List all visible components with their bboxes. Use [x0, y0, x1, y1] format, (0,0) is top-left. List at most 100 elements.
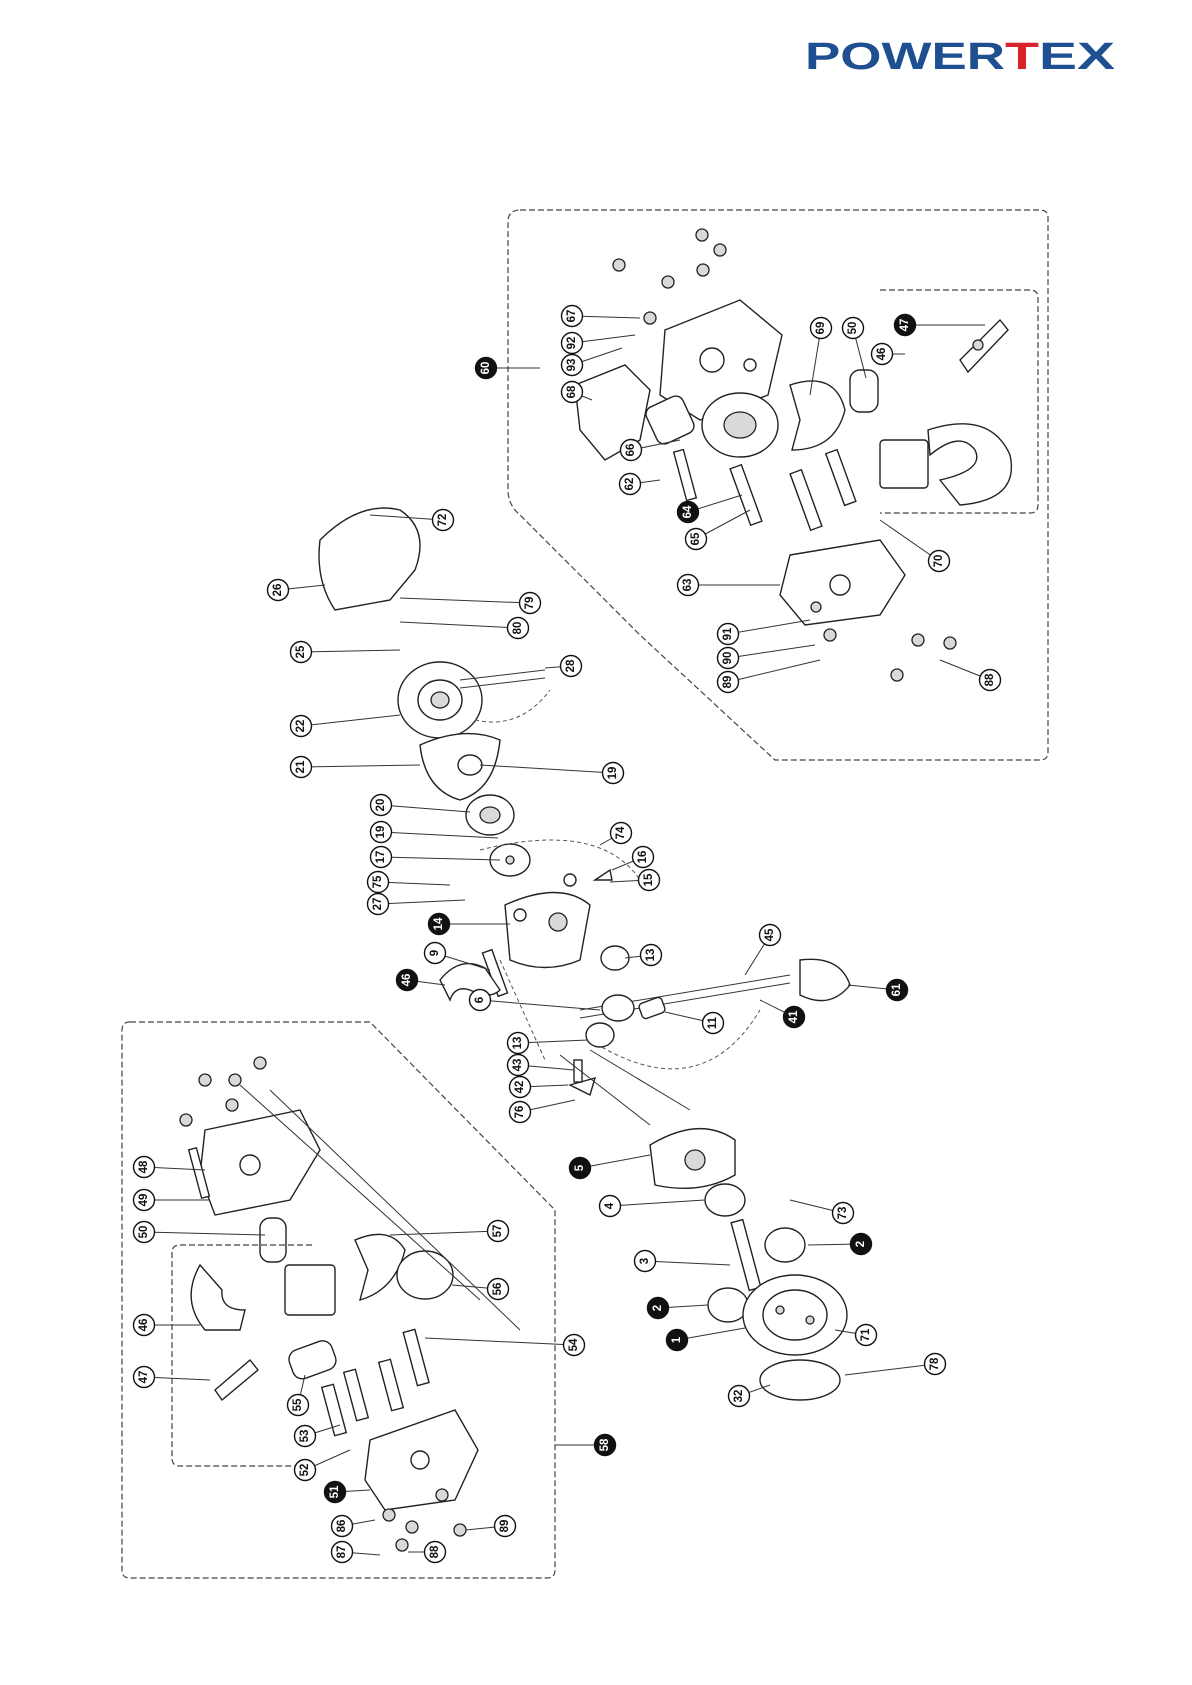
bottom-guide-57	[355, 1234, 405, 1300]
callout-label-47: 47	[138, 1371, 150, 1384]
brake-plate-14	[505, 893, 590, 968]
callout-leader	[390, 1231, 498, 1235]
callout-label-88: 88	[984, 673, 996, 686]
callout-leader	[480, 765, 613, 773]
bottom-roller-50	[260, 1218, 286, 1262]
callout-label-5: 5	[574, 1164, 586, 1171]
housing-1	[743, 1275, 847, 1355]
callout-label-74: 74	[615, 826, 627, 839]
callout-label-19: 19	[607, 767, 619, 780]
callout-label-11: 11	[707, 1016, 719, 1029]
callout-label-43: 43	[512, 1059, 524, 1072]
top-guide-69	[790, 381, 845, 450]
callout-label-3: 3	[639, 1258, 651, 1264]
callout-label-65: 65	[690, 532, 702, 545]
callout-label-67: 67	[566, 310, 578, 323]
callout-label-28: 28	[565, 659, 577, 672]
callout-label-90: 90	[722, 652, 734, 665]
callout-label-22: 22	[295, 720, 307, 733]
callout-label-80: 80	[512, 622, 524, 635]
callout-label-73: 73	[837, 1207, 849, 1220]
callout-label-68: 68	[566, 385, 578, 398]
callout-label-32: 32	[733, 1390, 745, 1403]
bottom-plate-49	[200, 1110, 320, 1215]
callout-leader	[845, 1364, 935, 1375]
callout-label-21: 21	[295, 760, 307, 773]
callout-label-25: 25	[295, 645, 307, 658]
callout-label-64: 64	[682, 505, 694, 518]
callout-leader	[480, 1000, 600, 1010]
callout-label-61: 61	[891, 983, 903, 996]
callout-leader	[301, 715, 400, 726]
callout-label-16: 16	[637, 851, 649, 864]
callout-label-57: 57	[492, 1225, 504, 1238]
top-nuts	[613, 229, 726, 324]
gear-2b	[708, 1288, 748, 1322]
callout-leader	[400, 598, 530, 603]
callout-label-9: 9	[429, 950, 441, 956]
callout-leader	[381, 857, 500, 860]
callout-label-20: 20	[375, 799, 387, 812]
callout-label-19: 19	[375, 826, 387, 839]
bottom-nuts	[180, 1057, 266, 1126]
callout-label-15: 15	[643, 873, 655, 886]
callout-label-17: 17	[375, 851, 387, 864]
callout-label-75: 75	[372, 875, 384, 888]
callout-label-6: 6	[474, 997, 486, 1003]
callout-label-4: 4	[604, 1202, 616, 1209]
callout-label-55: 55	[292, 1398, 304, 1411]
callout-leader	[378, 900, 465, 904]
callout-label-72: 72	[437, 514, 449, 527]
callout-label-87: 87	[336, 1546, 348, 1559]
callout-leader	[610, 1200, 705, 1206]
callout-label-2: 2	[855, 1241, 867, 1247]
callout-leader	[381, 805, 470, 812]
callout-label-46: 46	[401, 974, 413, 987]
gear-2a	[765, 1228, 805, 1262]
callout-label-91: 91	[722, 627, 734, 640]
chain-cover-26	[319, 508, 420, 610]
callout-leader	[144, 1232, 265, 1235]
callout-label-88: 88	[429, 1545, 441, 1558]
callout-leader	[400, 622, 518, 628]
callout-label-14: 14	[433, 917, 445, 930]
callout-label-49: 49	[138, 1194, 150, 1207]
cover-plate-78	[760, 1360, 840, 1400]
bottom-hook-46	[191, 1265, 335, 1330]
bottom-latch-47	[215, 1360, 258, 1400]
side-plate-5	[650, 1129, 735, 1189]
hand-chain-45	[580, 975, 790, 1069]
callout-label-62: 62	[624, 478, 636, 491]
callout-label-63: 63	[682, 579, 694, 592]
callout-label-42: 42	[514, 1081, 526, 1094]
hook-61	[800, 959, 850, 1000]
guide-plate-21	[420, 734, 500, 800]
callout-label-56: 56	[492, 1283, 504, 1296]
bottom-link-55	[286, 1338, 339, 1382]
callout-label-47: 47	[899, 319, 911, 332]
callout-label-93: 93	[566, 359, 578, 372]
callout-label-92: 92	[566, 337, 578, 350]
callout-label-50: 50	[847, 322, 859, 335]
gear-20	[466, 795, 514, 835]
callout-label-89: 89	[499, 1520, 511, 1533]
top-lower-plate-63	[780, 540, 905, 625]
callout-label-52: 52	[299, 1464, 311, 1477]
callout-label-41: 41	[788, 1010, 800, 1023]
callout-label-45: 45	[764, 928, 776, 941]
callout-label-46: 46	[876, 348, 888, 361]
top-roller-50	[850, 370, 878, 412]
callout-label-50: 50	[138, 1226, 150, 1239]
callout-label-48: 48	[138, 1160, 150, 1173]
callout-label-13: 13	[645, 949, 657, 962]
top-hook-46	[880, 424, 1011, 505]
callout-label-46: 46	[138, 1319, 150, 1332]
callout-label-58: 58	[599, 1438, 611, 1451]
callout-label-54: 54	[568, 1338, 580, 1351]
callout-label-27: 27	[372, 898, 384, 911]
callout-leader	[425, 1338, 574, 1345]
callout-leader	[728, 620, 810, 634]
callout-label-51: 51	[329, 1485, 341, 1498]
callout-label-76: 76	[514, 1106, 526, 1119]
